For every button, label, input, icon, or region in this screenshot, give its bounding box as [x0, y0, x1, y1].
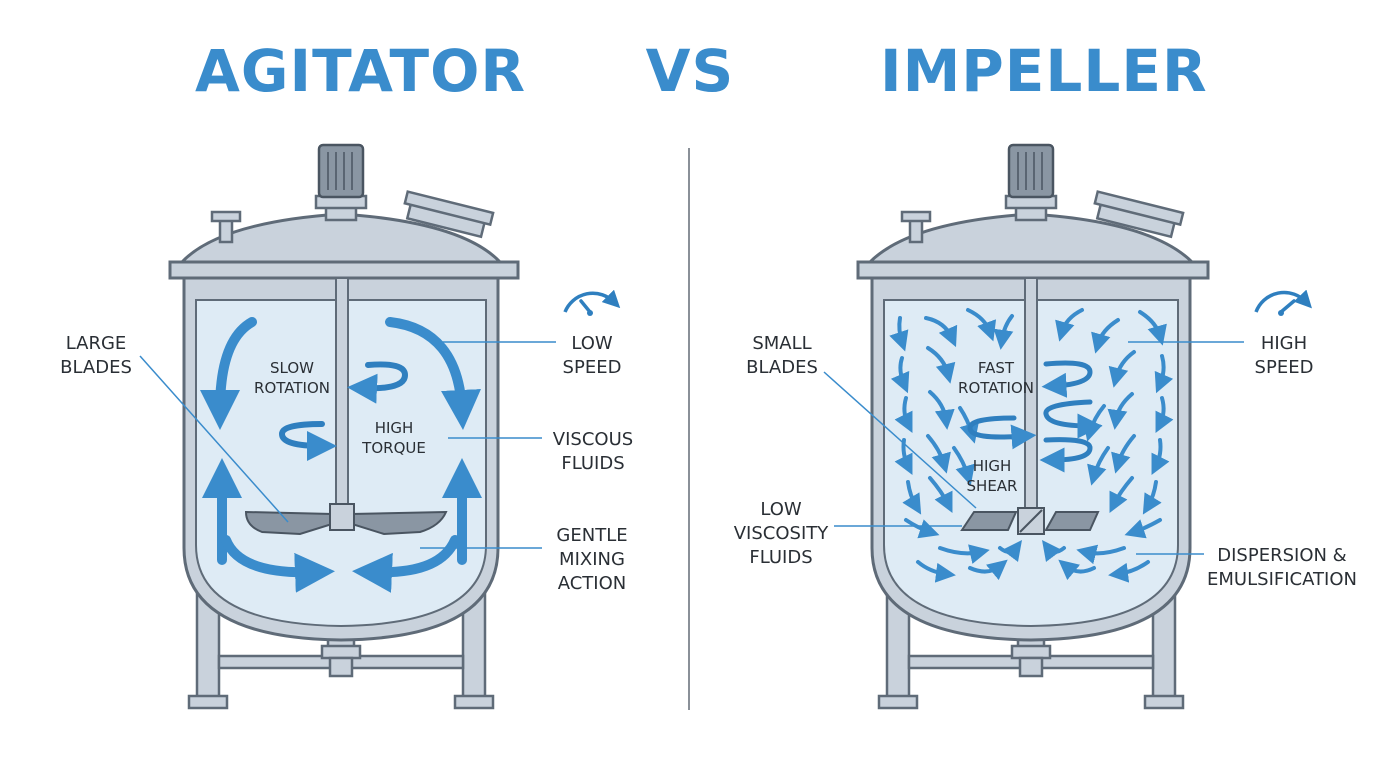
agitator-flow-arrows — [200, 317, 482, 593]
agitator-high-torque-label: HIGH TORQUE — [362, 419, 426, 457]
agitator-viscous-fluids-callout: VISCOUS FLUIDS — [552, 429, 634, 474]
impeller-low-viscosity-callout: LOW VISCOSITY FLUIDS — [733, 499, 829, 568]
agitator-large-blades-callout: LARGE BLADES — [60, 333, 132, 378]
agitator-flange — [168, 260, 520, 280]
impeller-motor — [1007, 143, 1055, 199]
agitator-manhole — [403, 190, 495, 239]
agitator-slow-rotation-label: SLOW ROTATION — [254, 359, 330, 397]
agitator-blade-right — [351, 510, 448, 536]
impeller-blade-left — [960, 511, 1018, 531]
high-speed-gauge-icon — [1254, 289, 1312, 316]
agitator-rotation-swirls — [278, 361, 409, 461]
impeller-leader-lines — [823, 341, 1244, 555]
agitator-title: AGITATOR — [195, 37, 527, 105]
agitator-leader-lines — [139, 341, 556, 549]
impeller-tank — [823, 143, 1312, 710]
impeller-rotation-swirls — [967, 360, 1103, 473]
impeller-high-speed-callout: HIGH SPEED — [1254, 333, 1314, 378]
agitator-nozzle — [210, 210, 242, 223]
impeller-flange — [856, 260, 1210, 280]
impeller-small-blades-callout: SMALL BLADES — [746, 333, 818, 378]
impeller-fast-rotation-label: FAST ROTATION — [958, 359, 1034, 397]
impeller-dispersion-callout: DISPERSION & EMULSIFICATION — [1207, 545, 1357, 590]
impeller-blade-right — [1044, 511, 1100, 531]
agitator-gentle-mixing-callout: GENTLE MIXING ACTION — [556, 525, 628, 594]
agitator-motor — [317, 143, 365, 199]
agitator-blade-left — [244, 510, 333, 536]
impeller-manhole — [1093, 190, 1185, 239]
low-speed-gauge-icon — [563, 289, 621, 316]
agitator-low-speed-callout: LOW SPEED — [562, 333, 622, 378]
vs-label: VS — [645, 37, 735, 105]
impeller-high-shear-label: HIGH SHEAR — [966, 457, 1018, 495]
agitator-tank — [139, 143, 621, 710]
impeller-nozzle — [900, 210, 932, 223]
center-divider — [688, 148, 690, 710]
agitator-hub — [329, 503, 355, 531]
impeller-title: IMPELLER — [880, 37, 1208, 105]
